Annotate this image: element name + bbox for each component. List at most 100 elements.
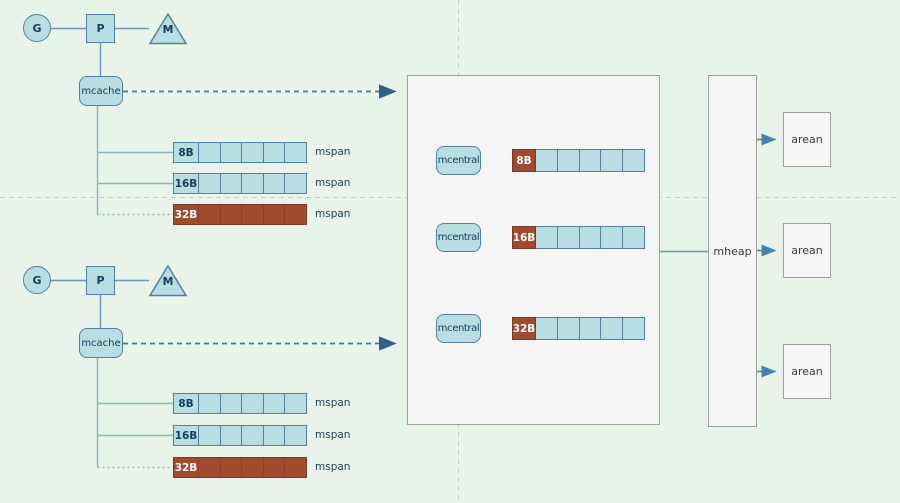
span-slot <box>198 143 220 162</box>
goroutine-label: G <box>32 21 42 35</box>
span-slot <box>556 318 579 339</box>
span-slot <box>241 143 263 162</box>
mspan-row-8b: 8B <box>173 393 307 414</box>
mspan-tag: mspan <box>315 146 351 158</box>
span-slot <box>241 174 263 193</box>
machine-node: M <box>148 264 188 297</box>
mspan-row-16b: 16B <box>173 173 307 194</box>
central-span-row-8b: 8B <box>512 149 645 172</box>
span-slot <box>622 227 644 248</box>
span-slot <box>536 150 557 171</box>
span-slot <box>198 174 220 193</box>
arena-label: arean <box>791 133 823 146</box>
mspan-tag: mspan <box>315 461 351 473</box>
span-slot <box>262 458 285 477</box>
span-slot <box>600 227 622 248</box>
arena-label: arean <box>791 365 823 378</box>
span-slot <box>284 458 306 477</box>
goroutine-node: G <box>23 14 51 42</box>
size-class-label: 8B <box>178 146 194 159</box>
processor-label: P <box>96 22 105 35</box>
span-slot <box>284 394 306 413</box>
span-slot <box>219 174 242 193</box>
processor-node: P <box>86 14 115 43</box>
span-slot <box>284 426 306 445</box>
span-slot <box>536 318 557 339</box>
span-slot <box>219 394 242 413</box>
span-slot <box>578 318 601 339</box>
span-slot <box>241 205 263 224</box>
span-slot <box>198 458 220 477</box>
span-slot <box>262 394 285 413</box>
mspan-row-8b: 8B <box>173 142 307 163</box>
span-slot <box>556 227 579 248</box>
mspan-tag: mspan <box>315 429 351 441</box>
span-slot <box>198 205 220 224</box>
span-slot <box>219 458 242 477</box>
mcache-label: mcache <box>81 337 121 349</box>
processor-label: P <box>96 274 105 287</box>
size-class-label: 16B <box>174 177 198 190</box>
span-slot <box>600 318 622 339</box>
span-slot <box>600 150 622 171</box>
span-slot <box>578 227 601 248</box>
mspan-row-32b: 32B <box>173 204 307 225</box>
size-class-label: 16B <box>512 226 536 249</box>
span-slot <box>262 426 285 445</box>
span-slot <box>536 227 557 248</box>
arena-node: arean <box>783 344 831 399</box>
size-class-label: 32B <box>174 208 198 221</box>
machine-node: M <box>148 12 188 45</box>
mcentral-label: mcentral <box>437 323 480 334</box>
goroutine-label: G <box>32 273 42 287</box>
span-slot <box>284 205 306 224</box>
span-slot <box>284 174 306 193</box>
arena-node: arean <box>783 112 831 167</box>
span-slot <box>198 426 220 445</box>
machine-label: M <box>162 275 174 288</box>
mheap-node: mheap <box>708 75 757 427</box>
central-span-row-16b: 16B <box>512 226 645 249</box>
span-slot <box>219 143 242 162</box>
processor-node: P <box>86 266 115 295</box>
size-class-label: 16B <box>174 429 198 442</box>
mcentral-label: mcentral <box>437 232 480 243</box>
span-slot <box>556 150 579 171</box>
span-slot <box>622 318 644 339</box>
goroutine-node: G <box>23 266 51 294</box>
span-slot <box>262 143 285 162</box>
mcentral-node: mcentral <box>436 223 481 252</box>
span-slot <box>241 426 263 445</box>
span-slot <box>578 150 601 171</box>
size-class-label: 8B <box>512 149 536 172</box>
mcache-node: mcache <box>79 76 123 106</box>
mspan-tag: mspan <box>315 208 351 220</box>
triangle-icon <box>148 264 188 297</box>
mcache-node: mcache <box>79 328 123 358</box>
mspan-tag: mspan <box>315 397 351 409</box>
central-span-row-32b: 32B <box>512 317 645 340</box>
span-slot <box>219 205 242 224</box>
mcache-label: mcache <box>81 85 121 97</box>
span-slot <box>241 458 263 477</box>
mheap-label: mheap <box>713 244 752 258</box>
mcentral-node: mcentral <box>436 146 481 175</box>
arena-node: arean <box>783 223 831 278</box>
span-slot <box>198 394 220 413</box>
span-slot <box>219 426 242 445</box>
mspan-row-32b: 32B <box>173 457 307 478</box>
span-slot <box>622 150 644 171</box>
mspan-tag: mspan <box>315 177 351 189</box>
mcentral-node: mcentral <box>436 314 481 343</box>
machine-label: M <box>162 23 174 36</box>
triangle-icon <box>148 12 188 45</box>
size-class-label: 32B <box>174 461 198 474</box>
span-slot <box>262 174 285 193</box>
arena-label: arean <box>791 244 823 257</box>
size-class-label: 8B <box>178 397 194 410</box>
mcentral-label: mcentral <box>437 155 480 166</box>
size-class-label: 32B <box>512 317 536 340</box>
mspan-row-16b: 16B <box>173 425 307 446</box>
span-slot <box>284 143 306 162</box>
